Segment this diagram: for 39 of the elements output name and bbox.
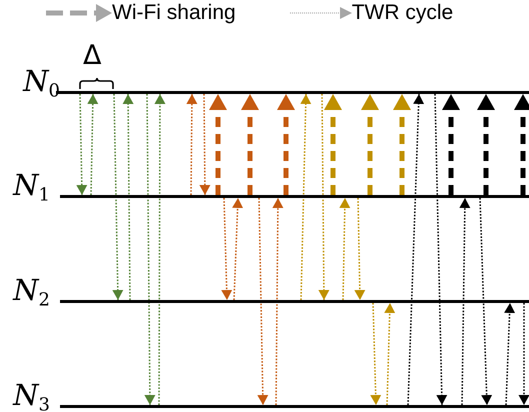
arrow [186,94,198,195]
arrow [354,198,366,300]
arrow [232,198,244,300]
arrow [318,94,330,300]
arrow [112,94,124,300]
arrow [154,94,166,405]
legend-label: Wi-Fi sharing [112,1,236,25]
arrow [504,302,516,406]
arrow [393,94,411,195]
arrow [76,94,88,196]
arrow [277,94,295,195]
node-label: N$_{1}$ [13,170,50,204]
arrow [384,302,396,406]
interval-label: Δ [83,42,102,69]
arrow [477,94,495,195]
arrow [122,94,134,300]
node-label: N$_{2}$ [13,276,50,309]
arrow [370,302,382,406]
arrow [221,198,232,300]
arrow [300,94,312,300]
arrow [459,198,470,406]
arrow [257,198,268,406]
arrow [339,198,350,300]
arrow [241,94,259,195]
node-label: N$_{3}$ [13,380,50,412]
arrow [434,94,448,406]
arrow [518,303,529,405]
arrow [407,94,424,406]
arrow [514,94,529,195]
arrow [442,94,460,195]
arrow [209,94,227,195]
arrow [144,94,156,405]
arrow [199,94,210,195]
arrow [361,94,379,195]
arrow [272,198,284,405]
arrow [87,94,98,196]
legend-label: TWR cycle [352,1,454,25]
arrow [324,94,342,195]
arrow [479,198,492,406]
